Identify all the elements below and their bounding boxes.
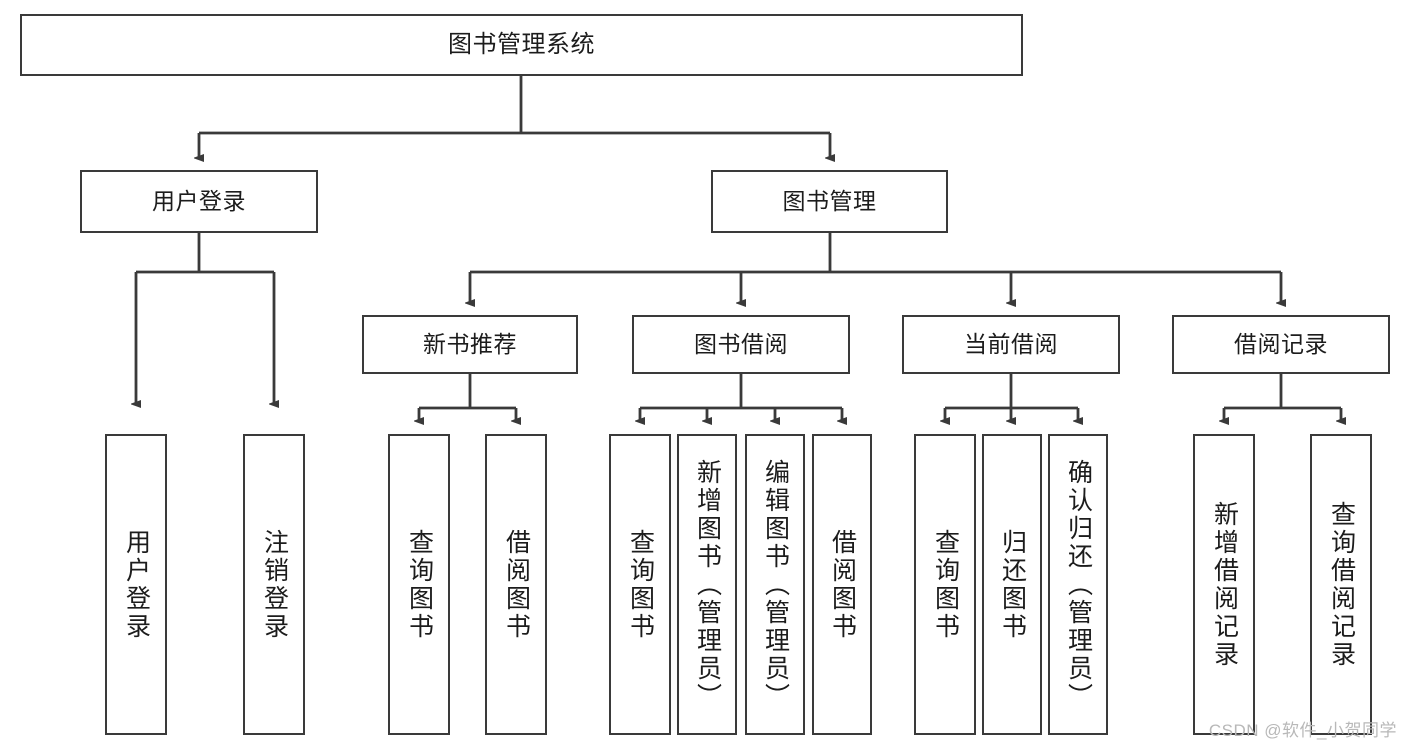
node-label: 图书借阅 <box>694 330 788 357</box>
node-label: 新书推荐 <box>423 330 517 357</box>
node-book-management[interactable]: 图书管理 <box>711 170 948 233</box>
leaf-new-book-query[interactable]: 查询图书 <box>388 434 450 735</box>
leaf-book-borrow-lend[interactable]: 借阅图书 <box>812 434 872 735</box>
leaf-current-borrow-return[interactable]: 归还图书 <box>982 434 1042 735</box>
node-book-borrow[interactable]: 图书借阅 <box>632 315 850 374</box>
node-label: 借阅图书 <box>502 528 531 641</box>
node-label: 归还图书 <box>998 528 1027 641</box>
leaf-borrow-record-add[interactable]: 新增借阅记录 <box>1193 434 1255 735</box>
node-label: 注销登录 <box>260 528 289 641</box>
leaf-new-book-borrow[interactable]: 借阅图书 <box>485 434 547 735</box>
node-label: 查询图书 <box>626 528 655 641</box>
node-user-login[interactable]: 用户登录 <box>80 170 318 233</box>
node-label: 查询图书 <box>405 528 434 641</box>
node-label: 查询借阅记录 <box>1327 500 1356 669</box>
node-current-borrow[interactable]: 当前借阅 <box>902 315 1120 374</box>
node-label: 用户登录 <box>122 528 151 641</box>
node-label: 确认归还（管理员） <box>1064 458 1093 711</box>
node-label: 借阅记录 <box>1234 330 1328 357</box>
leaf-book-borrow-query[interactable]: 查询图书 <box>609 434 671 735</box>
node-label: 编辑图书（管理员） <box>761 458 790 711</box>
leaf-current-borrow-confirm[interactable]: 确认归还（管理员） <box>1048 434 1108 735</box>
leaf-current-borrow-query[interactable]: 查询图书 <box>914 434 976 735</box>
node-new-book-recommend[interactable]: 新书推荐 <box>362 315 578 374</box>
node-label: 图书管理系统 <box>448 30 595 58</box>
leaf-user-login-signout[interactable]: 注销登录 <box>243 434 305 735</box>
node-label: 查询图书 <box>931 528 960 641</box>
node-label: 用户登录 <box>152 187 246 214</box>
node-label: 当前借阅 <box>964 330 1058 357</box>
node-root-system[interactable]: 图书管理系统 <box>20 14 1023 76</box>
node-label: 借阅图书 <box>828 528 857 641</box>
leaf-borrow-record-query[interactable]: 查询借阅记录 <box>1310 434 1372 735</box>
node-label: 图书管理 <box>782 187 877 214</box>
node-label: 新增图书（管理员） <box>693 458 722 711</box>
node-borrow-record[interactable]: 借阅记录 <box>1172 315 1390 374</box>
leaf-user-login-signin[interactable]: 用户登录 <box>105 434 167 735</box>
leaf-book-borrow-edit[interactable]: 编辑图书（管理员） <box>745 434 805 735</box>
watermark: CSDN @软件_小贺同学 <box>1208 721 1397 740</box>
leaf-book-borrow-add[interactable]: 新增图书（管理员） <box>677 434 737 735</box>
node-label: 新增借阅记录 <box>1210 500 1239 669</box>
